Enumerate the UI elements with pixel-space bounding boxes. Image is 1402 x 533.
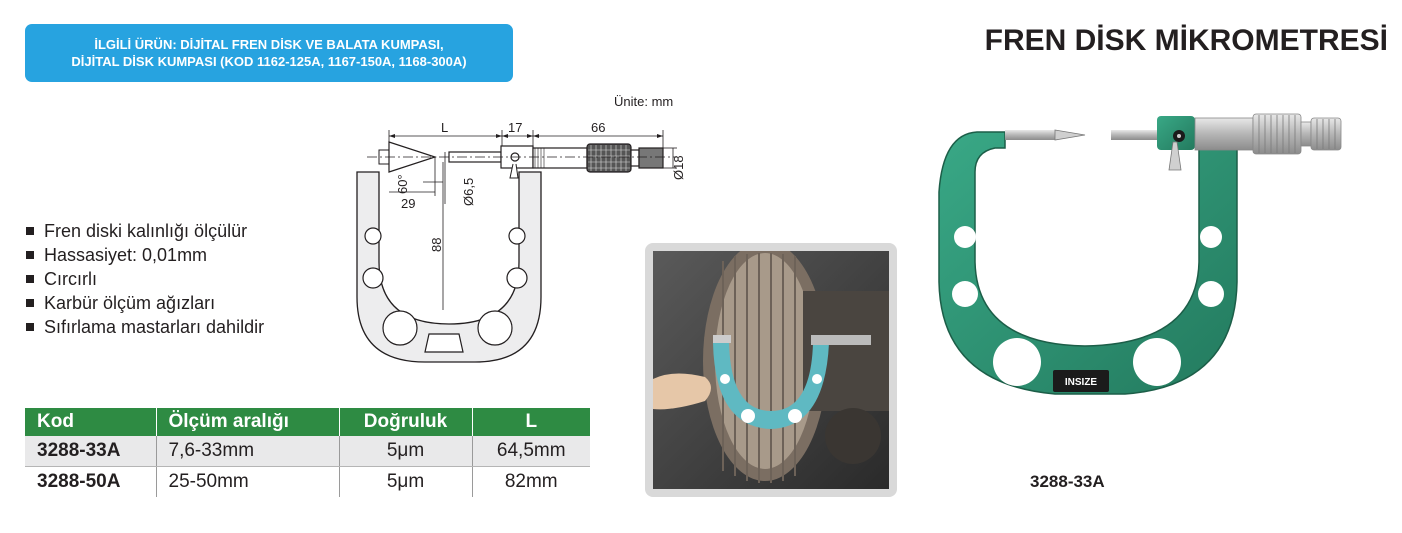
cell-accuracy: 5μm bbox=[338, 466, 472, 497]
ratchet bbox=[1300, 121, 1312, 147]
product-caption: 3288-33A bbox=[1030, 472, 1105, 491]
related-products-line-1: İLGİLİ ÜRÜN: DİJİTAL FREN DİSK VE BALATA… bbox=[94, 37, 444, 52]
frame-hole bbox=[1198, 281, 1224, 307]
feature-item: Hassasiyet: 0,01mm bbox=[26, 243, 264, 267]
dim-L: L bbox=[441, 120, 448, 135]
product-image: INSIZE bbox=[938, 113, 1342, 395]
frame-hole bbox=[952, 281, 978, 307]
table-row: 3288-50A 25-50mm 5μm 82mm bbox=[25, 466, 590, 497]
frame-hole bbox=[1133, 338, 1181, 386]
brand-plate bbox=[1053, 370, 1109, 392]
bullet-icon bbox=[26, 227, 34, 235]
sleeve bbox=[1194, 117, 1254, 151]
frame-hole bbox=[506, 267, 528, 289]
green-frame bbox=[938, 131, 1238, 395]
frame-hole bbox=[508, 227, 526, 245]
technical-drawing: L 17 66 Ø18 60° 29 Ø6,5 88 bbox=[356, 120, 686, 363]
header-range: Ölçüm aralığı bbox=[155, 408, 339, 436]
dim-29: 29 bbox=[401, 196, 415, 211]
cell-code: 3288-33A bbox=[25, 436, 156, 467]
feature-item: Karbür ölçüm ağızları bbox=[26, 291, 264, 315]
dim-88: 88 bbox=[429, 238, 444, 252]
dim-17: 17 bbox=[508, 120, 522, 135]
spindle bbox=[1111, 130, 1161, 140]
related-products-line-2: DİJİTAL DİSK KUMPASI (KOD 1162-125A, 116… bbox=[71, 54, 467, 69]
feature-item: Sıfırlama mastarları dahildir bbox=[26, 315, 264, 339]
bullet-icon bbox=[26, 323, 34, 331]
dim-60: 60° bbox=[395, 174, 410, 194]
cell-l: 64,5mm bbox=[471, 436, 590, 467]
header-code: Kod bbox=[25, 408, 156, 436]
cell-accuracy: 5μm bbox=[338, 436, 472, 467]
frame-hole bbox=[954, 226, 976, 248]
table-header-row: Kod Ölçüm aralığı Doğruluk L bbox=[25, 408, 590, 436]
frame-hole bbox=[993, 338, 1041, 386]
unit-note: Ünite: mm bbox=[614, 94, 674, 109]
related-products-badge: İLGİLİ ÜRÜN: DİJİTAL FREN DİSK VE BALATA… bbox=[25, 24, 513, 82]
feature-item: Cırcırlı bbox=[26, 267, 264, 291]
frame-hole bbox=[382, 310, 418, 346]
dim-66: 66 bbox=[591, 120, 605, 135]
cell-range: 7,6-33mm bbox=[155, 436, 339, 467]
page-title: FREN DİSK MİKROMETRESİ bbox=[984, 24, 1388, 57]
frame-label-plate bbox=[424, 333, 464, 353]
usage-photo bbox=[645, 243, 897, 497]
feature-list: Fren diski kalınlığı ölçülür Hassasiyet:… bbox=[26, 219, 264, 339]
cell-range: 25-50mm bbox=[155, 466, 339, 497]
frame-hole bbox=[364, 227, 382, 245]
anvil-tip bbox=[1054, 129, 1086, 141]
bullet-icon bbox=[26, 275, 34, 283]
ratchet-knob bbox=[638, 147, 664, 169]
spec-table: Kod Ölçüm aralığı Doğruluk L 3288-33A 7,… bbox=[25, 408, 590, 497]
cell-l: 82mm bbox=[471, 466, 590, 497]
header-l: L bbox=[471, 408, 590, 436]
frame-hole bbox=[477, 310, 513, 346]
cell-code: 3288-50A bbox=[25, 466, 156, 497]
header-accuracy: Doğruluk bbox=[338, 408, 472, 436]
frame-hole bbox=[362, 267, 384, 289]
table-row: 3288-33A 7,6-33mm 5μm 64,5mm bbox=[25, 436, 590, 467]
frame-hole bbox=[1200, 226, 1222, 248]
bullet-icon bbox=[26, 299, 34, 307]
feature-item: Fren diski kalınlığı ölçülür bbox=[26, 219, 264, 243]
dim-d18: Ø18 bbox=[671, 155, 686, 180]
brand-logo: INSIZE bbox=[1065, 377, 1098, 388]
bullet-icon bbox=[26, 251, 34, 259]
dim-d6-5: Ø6,5 bbox=[461, 178, 476, 206]
